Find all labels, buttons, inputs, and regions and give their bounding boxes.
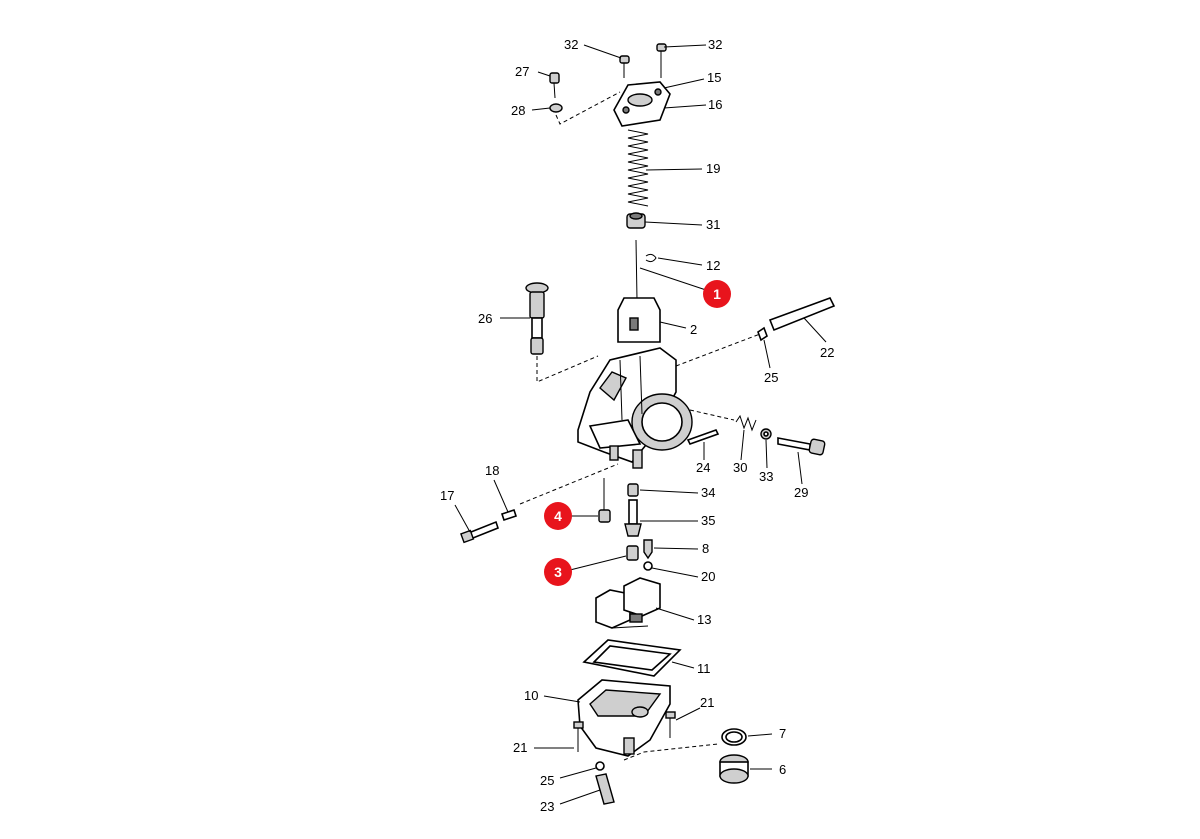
part-label-8: 8 [702, 541, 709, 556]
part-label-24: 24 [696, 460, 710, 475]
screw-18 [500, 508, 518, 522]
part-label-7: 7 [779, 726, 786, 741]
pin-20 [643, 561, 653, 571]
part-label-23: 23 [540, 799, 554, 814]
part-label-21: 21 [513, 740, 527, 755]
bowl-screw-21-right [665, 711, 676, 738]
assembly-line [689, 409, 735, 421]
part-label-26: 26 [478, 311, 492, 326]
needle-clip-12 [645, 253, 657, 263]
part-label-13: 13 [697, 612, 711, 627]
callout-number: 4 [554, 508, 562, 524]
part-label-34: 34 [701, 485, 715, 500]
drain-plug-6 [719, 754, 749, 784]
part-label-25: 25 [764, 370, 778, 385]
cap-screw-right [656, 43, 667, 78]
cap-screw-left [619, 55, 630, 78]
assembly-line [536, 355, 599, 383]
carburetor-body [577, 347, 693, 469]
part-label-20: 20 [701, 569, 715, 584]
washer-33 [760, 428, 772, 440]
screw-17 [460, 520, 499, 544]
callout-badge-3: 3 [544, 558, 572, 586]
bowl-screw-21-left [573, 721, 584, 752]
idle-screw-26 [525, 282, 549, 355]
spring-19 [627, 129, 649, 207]
callout-number: 3 [554, 564, 562, 580]
gasket-11 [582, 639, 682, 677]
part-label-2: 2 [690, 322, 697, 337]
callout-badge-4: 4 [544, 502, 572, 530]
drain-hose-23 [595, 773, 615, 805]
part-label-19: 19 [706, 161, 720, 176]
callout-number: 1 [713, 286, 721, 302]
carb-cap-16 [613, 81, 671, 127]
atomizer-35 [624, 499, 642, 537]
pilot-jet-4 [598, 478, 611, 523]
part-label-12: 12 [706, 258, 720, 273]
part-label-15: 15 [707, 70, 721, 85]
part-label-22: 22 [820, 345, 834, 360]
float-bowl-10 [577, 679, 671, 757]
float-needle-8 [643, 539, 653, 560]
needle-jet-34 [627, 483, 639, 497]
part-label-25: 25 [540, 773, 554, 788]
throttle-slide-2 [617, 297, 661, 343]
o-ring-7 [721, 728, 747, 746]
part-label-17: 17 [440, 488, 454, 503]
needle-clip-holder-31 [626, 212, 646, 229]
callout-badge-1: 1 [703, 280, 731, 308]
part-label-18: 18 [485, 463, 499, 478]
washer-28 [549, 103, 563, 113]
part-label-30: 30 [733, 460, 747, 475]
main-jet-3 [626, 545, 639, 561]
air-screw-29 [777, 437, 826, 456]
part-label-28: 28 [511, 103, 525, 118]
part-label-16: 16 [708, 97, 722, 112]
vent-tube-22 [768, 297, 836, 332]
float-13 [595, 577, 661, 629]
part-label-27: 27 [515, 64, 529, 79]
part-label-31: 31 [706, 217, 720, 232]
part-label-6: 6 [779, 762, 786, 777]
assembly-line [623, 743, 719, 761]
assembly-line [519, 463, 619, 505]
part-label-35: 35 [701, 513, 715, 528]
part-label-29: 29 [794, 485, 808, 500]
part-label-10: 10 [524, 688, 538, 703]
part-label-21: 21 [700, 695, 714, 710]
adjuster-screw-27 [549, 72, 560, 99]
fitting-25-bottom [595, 761, 605, 771]
part-label-32: 32 [708, 37, 722, 52]
jet-needle [635, 239, 638, 301]
spring-30 [735, 414, 757, 432]
fitting-25 [757, 326, 768, 342]
overflow-tube-24 [686, 429, 720, 445]
part-label-33: 33 [759, 469, 773, 484]
assembly-line [555, 91, 621, 125]
part-label-32: 32 [564, 37, 578, 52]
assembly-line [675, 333, 761, 367]
part-label-11: 11 [697, 661, 711, 676]
